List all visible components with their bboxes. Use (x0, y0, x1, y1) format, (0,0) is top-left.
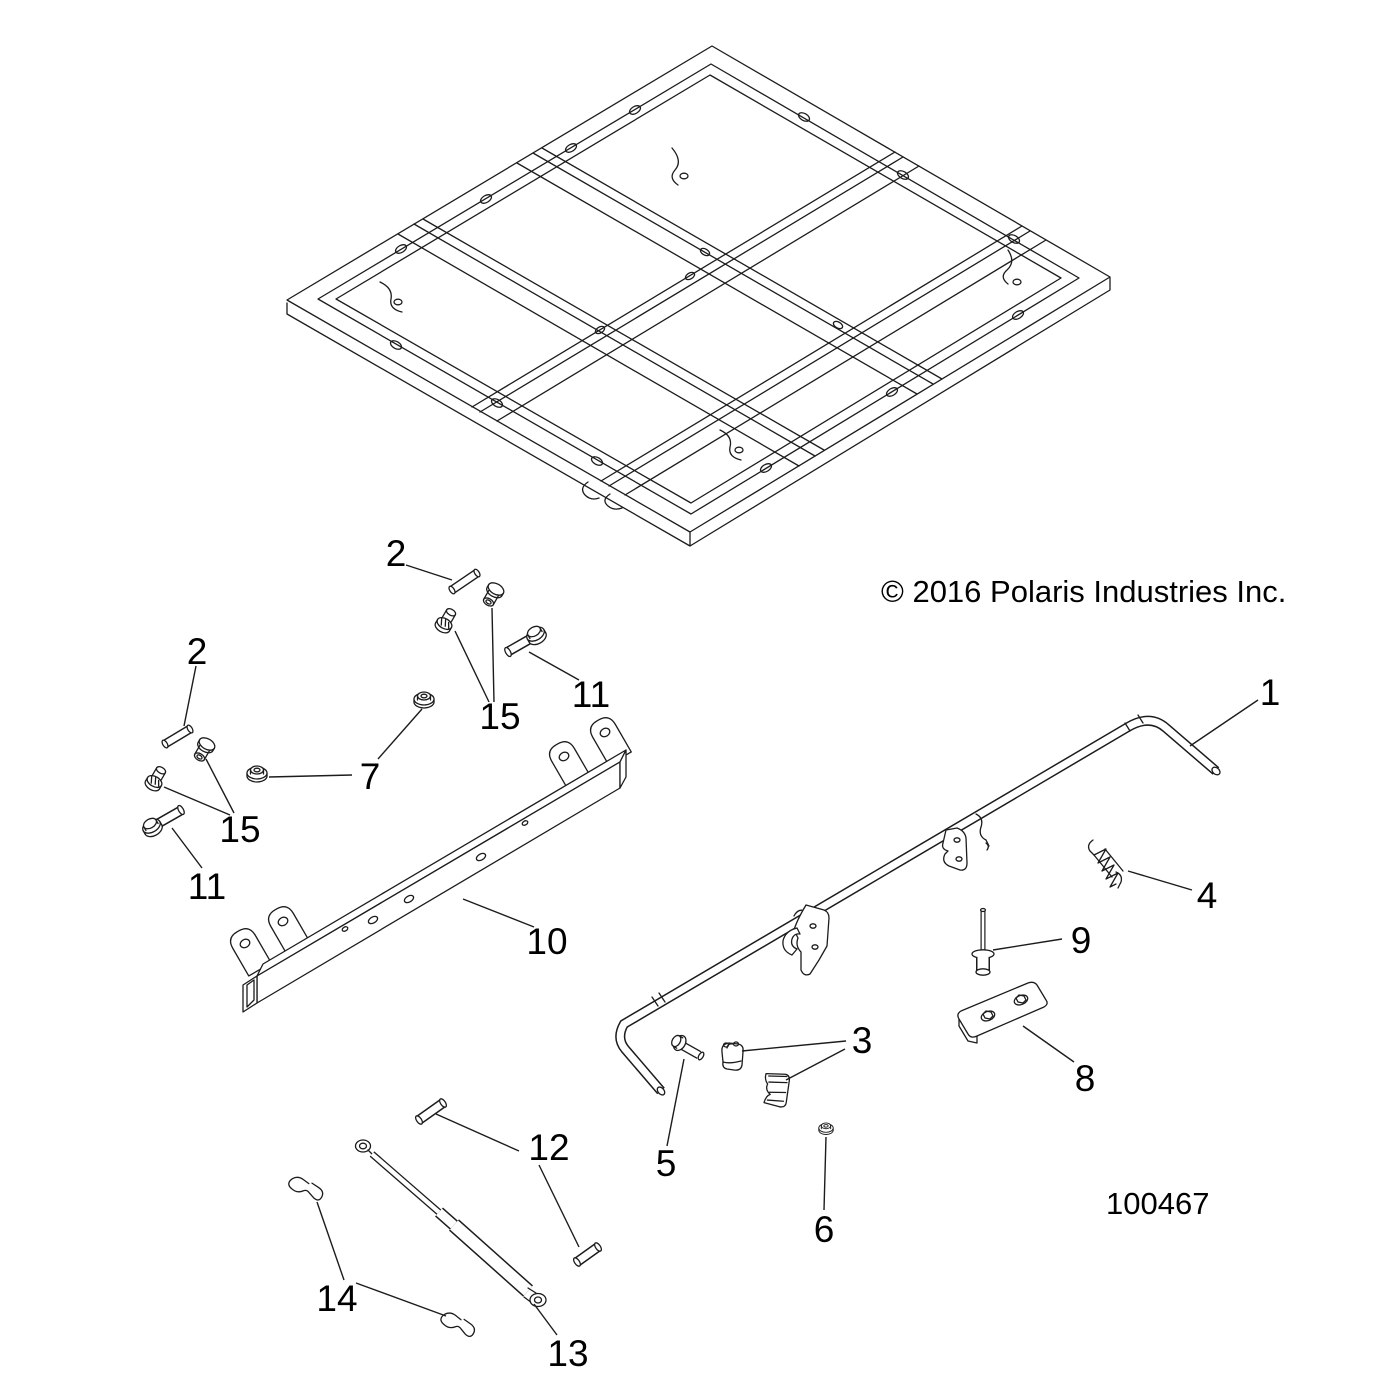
leader-line (163, 786, 231, 816)
callout-2: 2 (187, 631, 208, 672)
leader-line (785, 1048, 846, 1081)
callout-1: 1 (1260, 672, 1281, 713)
flange-bolt-drawing (142, 625, 547, 838)
leader-line (435, 1113, 520, 1152)
retaining-clip-drawing (288, 1176, 476, 1338)
leader-line (183, 665, 197, 727)
bushing-drawing (144, 582, 505, 792)
leader-line (741, 1040, 847, 1052)
diagram-part-number: 100467 (1106, 1186, 1210, 1221)
rod-latch-bracket-center (782, 904, 830, 976)
striker-plate-drawing (957, 981, 1048, 1044)
callout-15: 15 (219, 809, 260, 850)
callout-7: 7 (360, 756, 381, 797)
leader-line (1189, 699, 1259, 747)
leader-line (533, 1303, 558, 1336)
leader-line (1022, 1025, 1075, 1063)
leader-line (992, 938, 1063, 951)
leader-line (823, 1136, 827, 1211)
pivot-rod-drawing (615, 714, 1221, 1096)
leader-line (377, 708, 423, 760)
callout-11: 11 (188, 866, 226, 907)
frame-rivet-holes (389, 105, 1025, 473)
leader-line (528, 651, 580, 681)
leader-line (316, 1201, 345, 1281)
leader-line (491, 607, 495, 703)
callout-4: 4 (1197, 875, 1218, 916)
callout-5: 5 (656, 1143, 677, 1184)
leader-line (405, 564, 453, 581)
leader-line (355, 1282, 447, 1317)
callout-3: 3 (852, 1020, 873, 1061)
callout-15: 15 (479, 696, 520, 737)
callout-2: 2 (386, 533, 407, 574)
copyright-notice: © 2016 Polaris Industries Inc. (881, 574, 1287, 609)
leader-line (462, 898, 535, 928)
callout-6: 6 (814, 1209, 835, 1250)
callout-12: 12 (528, 1127, 569, 1168)
callout-10: 10 (526, 921, 567, 962)
leader-line (268, 774, 353, 778)
leader-line (538, 1164, 580, 1248)
flange-nut-drawing (246, 691, 834, 1135)
cargo-box-frame-drawing (286, 45, 1111, 547)
clevis-pin-drawing (161, 568, 481, 749)
gas-strut-drawing (354, 1139, 547, 1308)
leader-line (1127, 870, 1193, 891)
callout-11: 11 (572, 674, 610, 715)
bolt-lower-drawing (671, 1034, 705, 1061)
support-rail-drawing (229, 717, 632, 1013)
rail-pivot-tabs (229, 717, 632, 977)
callout-13: 13 (547, 1333, 588, 1374)
spring-drawing (1087, 839, 1124, 889)
rivet-drawing (971, 907, 995, 976)
rod-hook-bracket-right (941, 813, 990, 871)
rod-clamp-drawing (721, 1041, 791, 1108)
callout-8: 8 (1075, 1058, 1096, 1099)
leader-line (205, 758, 235, 814)
leader-line (171, 827, 203, 869)
leader-line (666, 1058, 685, 1147)
callout-9: 9 (1071, 920, 1092, 961)
leader-line (454, 630, 490, 703)
pivot-pin-drawing (414, 1098, 603, 1267)
callout-14: 14 (316, 1278, 357, 1319)
